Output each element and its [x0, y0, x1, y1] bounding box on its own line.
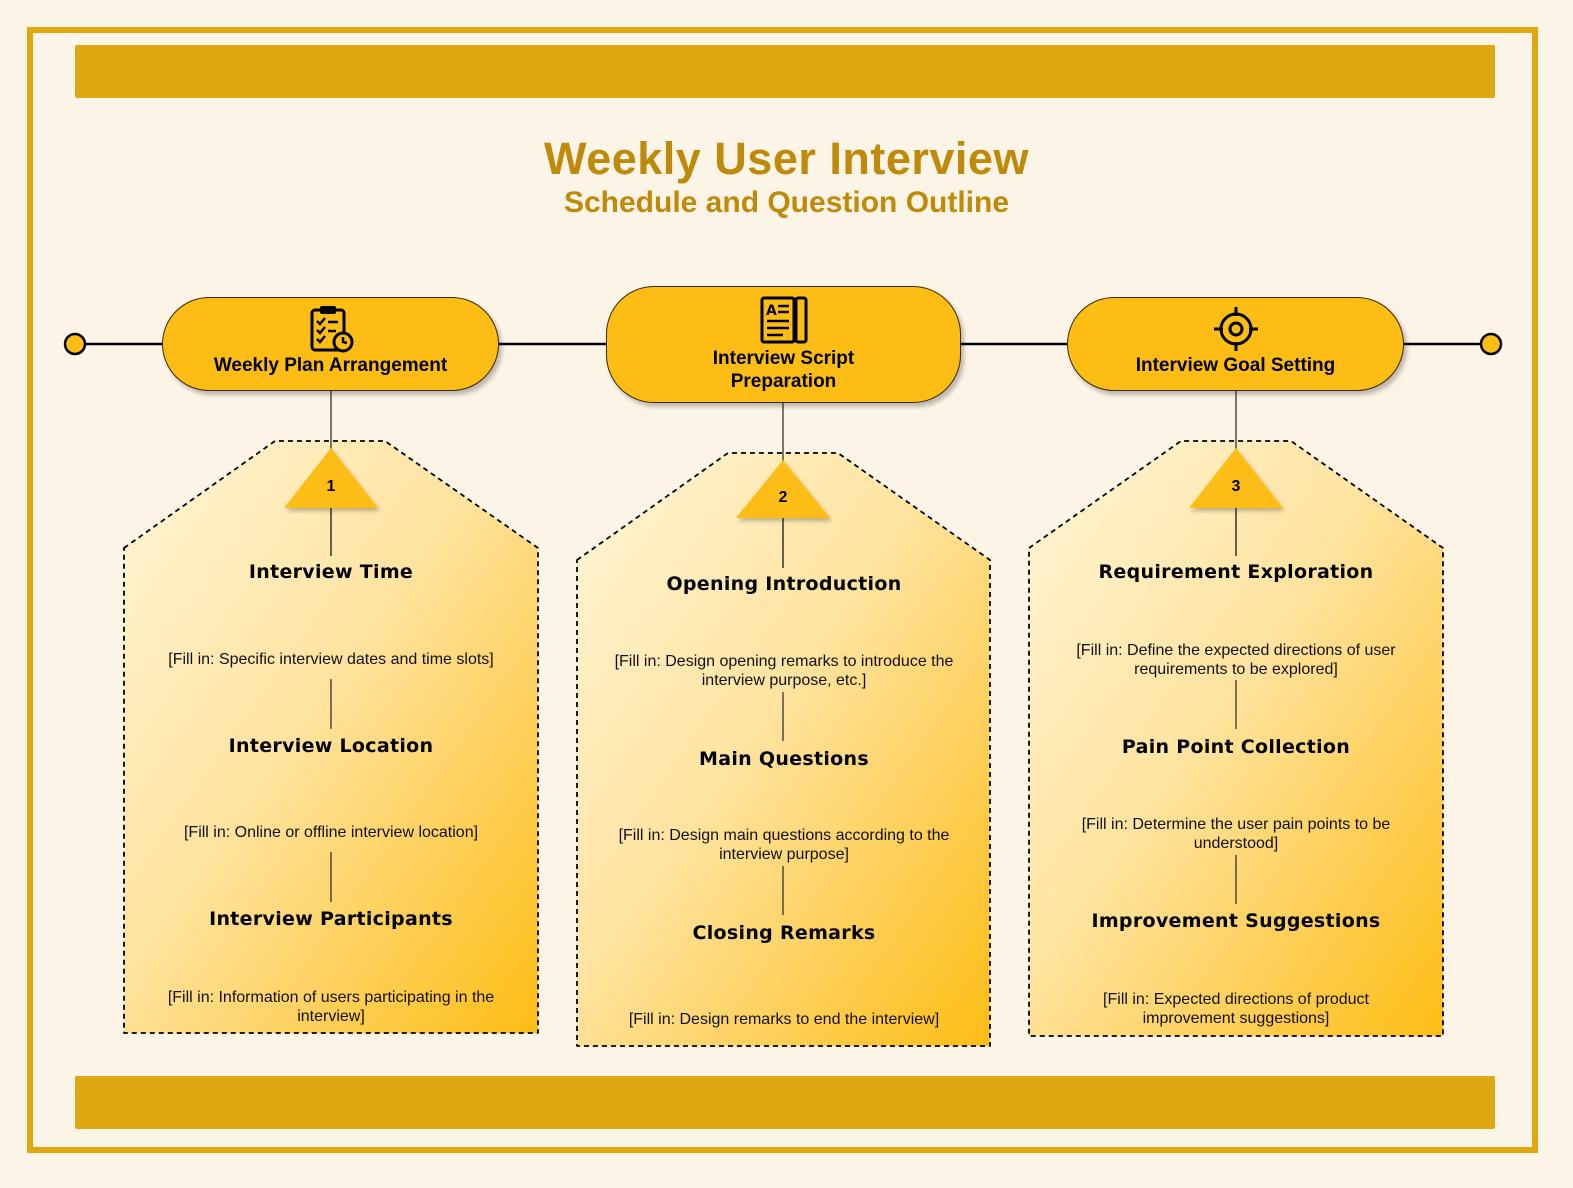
stage-3-item-3-desc: [Fill in: Expected directions of product… [1103, 991, 1369, 1027]
outer-frame [27, 27, 1538, 1153]
stage-2-pill: A Interview Script Preparation [606, 286, 961, 403]
stage-1-item-2-heading: Interview Location [228, 735, 434, 757]
stage-2-label: Interview Script Preparation [712, 348, 855, 392]
stage-1-triangle [284, 448, 378, 508]
stage-1-item-1-desc: [Fill in: Specific interview dates and t… [168, 651, 494, 668]
stage-1-card [123, 440, 539, 1034]
stage-2-item-1-desc: [Fill in: Design opening remarks to intr… [614, 653, 954, 689]
top-band [75, 45, 1495, 98]
stage-2-card [576, 452, 991, 1047]
stage-1-number: 1 [326, 478, 336, 495]
stage-1-item-2-desc: [Fill in: Online or offline interview lo… [183, 824, 479, 841]
stage-3-triangle [1189, 448, 1283, 508]
clipboard-clock-icon [310, 306, 353, 353]
page-subtitle: Schedule and Question Outline [563, 186, 1010, 219]
stage-3-item-1-heading: Requirement Exploration [1098, 561, 1374, 583]
stage-1-item-3-desc: [Fill in: Information of users participa… [167, 989, 495, 1025]
stage-1-item-1-heading: Interview Time [248, 561, 414, 583]
stage-1-label: Weekly Plan Arrangement [213, 355, 448, 376]
stage-3-item-2-heading: Pain Point Collection [1121, 736, 1351, 758]
stage-2-triangle [736, 460, 830, 518]
stage-2-item-2-desc: [Fill in: Design main questions accordin… [618, 827, 950, 863]
stage-3-item-3-heading: Improvement Suggestions [1091, 910, 1381, 932]
stage-3-item-1-desc: [Fill in: Define the expected directions… [1076, 642, 1396, 678]
stage-2-item-3-heading: Closing Remarks [692, 922, 876, 944]
stage-3-item-2-desc: [Fill in: Determine the user pain points… [1081, 816, 1391, 852]
timeline-start-dot [63, 332, 87, 356]
stage-3-number: 3 [1231, 478, 1241, 495]
stage-1-pill: Weekly Plan Arrangement [162, 297, 499, 391]
stage-2-number: 2 [778, 489, 788, 506]
svg-text:A: A [766, 303, 777, 319]
stage-3-card [1028, 440, 1444, 1037]
script-book-icon: A [760, 296, 807, 344]
stage-2-item-1-heading: Opening Introduction [666, 573, 902, 595]
stage-2-item-2-heading: Main Questions [699, 748, 869, 770]
bottom-band [75, 1076, 1495, 1129]
page-title: Weekly User Interview [544, 133, 1029, 184]
stage-1-item-3-heading: Interview Participants [209, 908, 453, 930]
stage-3-label: Interview Goal Setting [1135, 355, 1336, 376]
timeline-end-dot [1479, 332, 1503, 356]
stage-3-pill: Interview Goal Setting [1067, 297, 1404, 391]
target-icon [1213, 307, 1258, 351]
stage-2-item-3-desc: [Fill in: Design remarks to end the inte… [628, 1011, 940, 1028]
